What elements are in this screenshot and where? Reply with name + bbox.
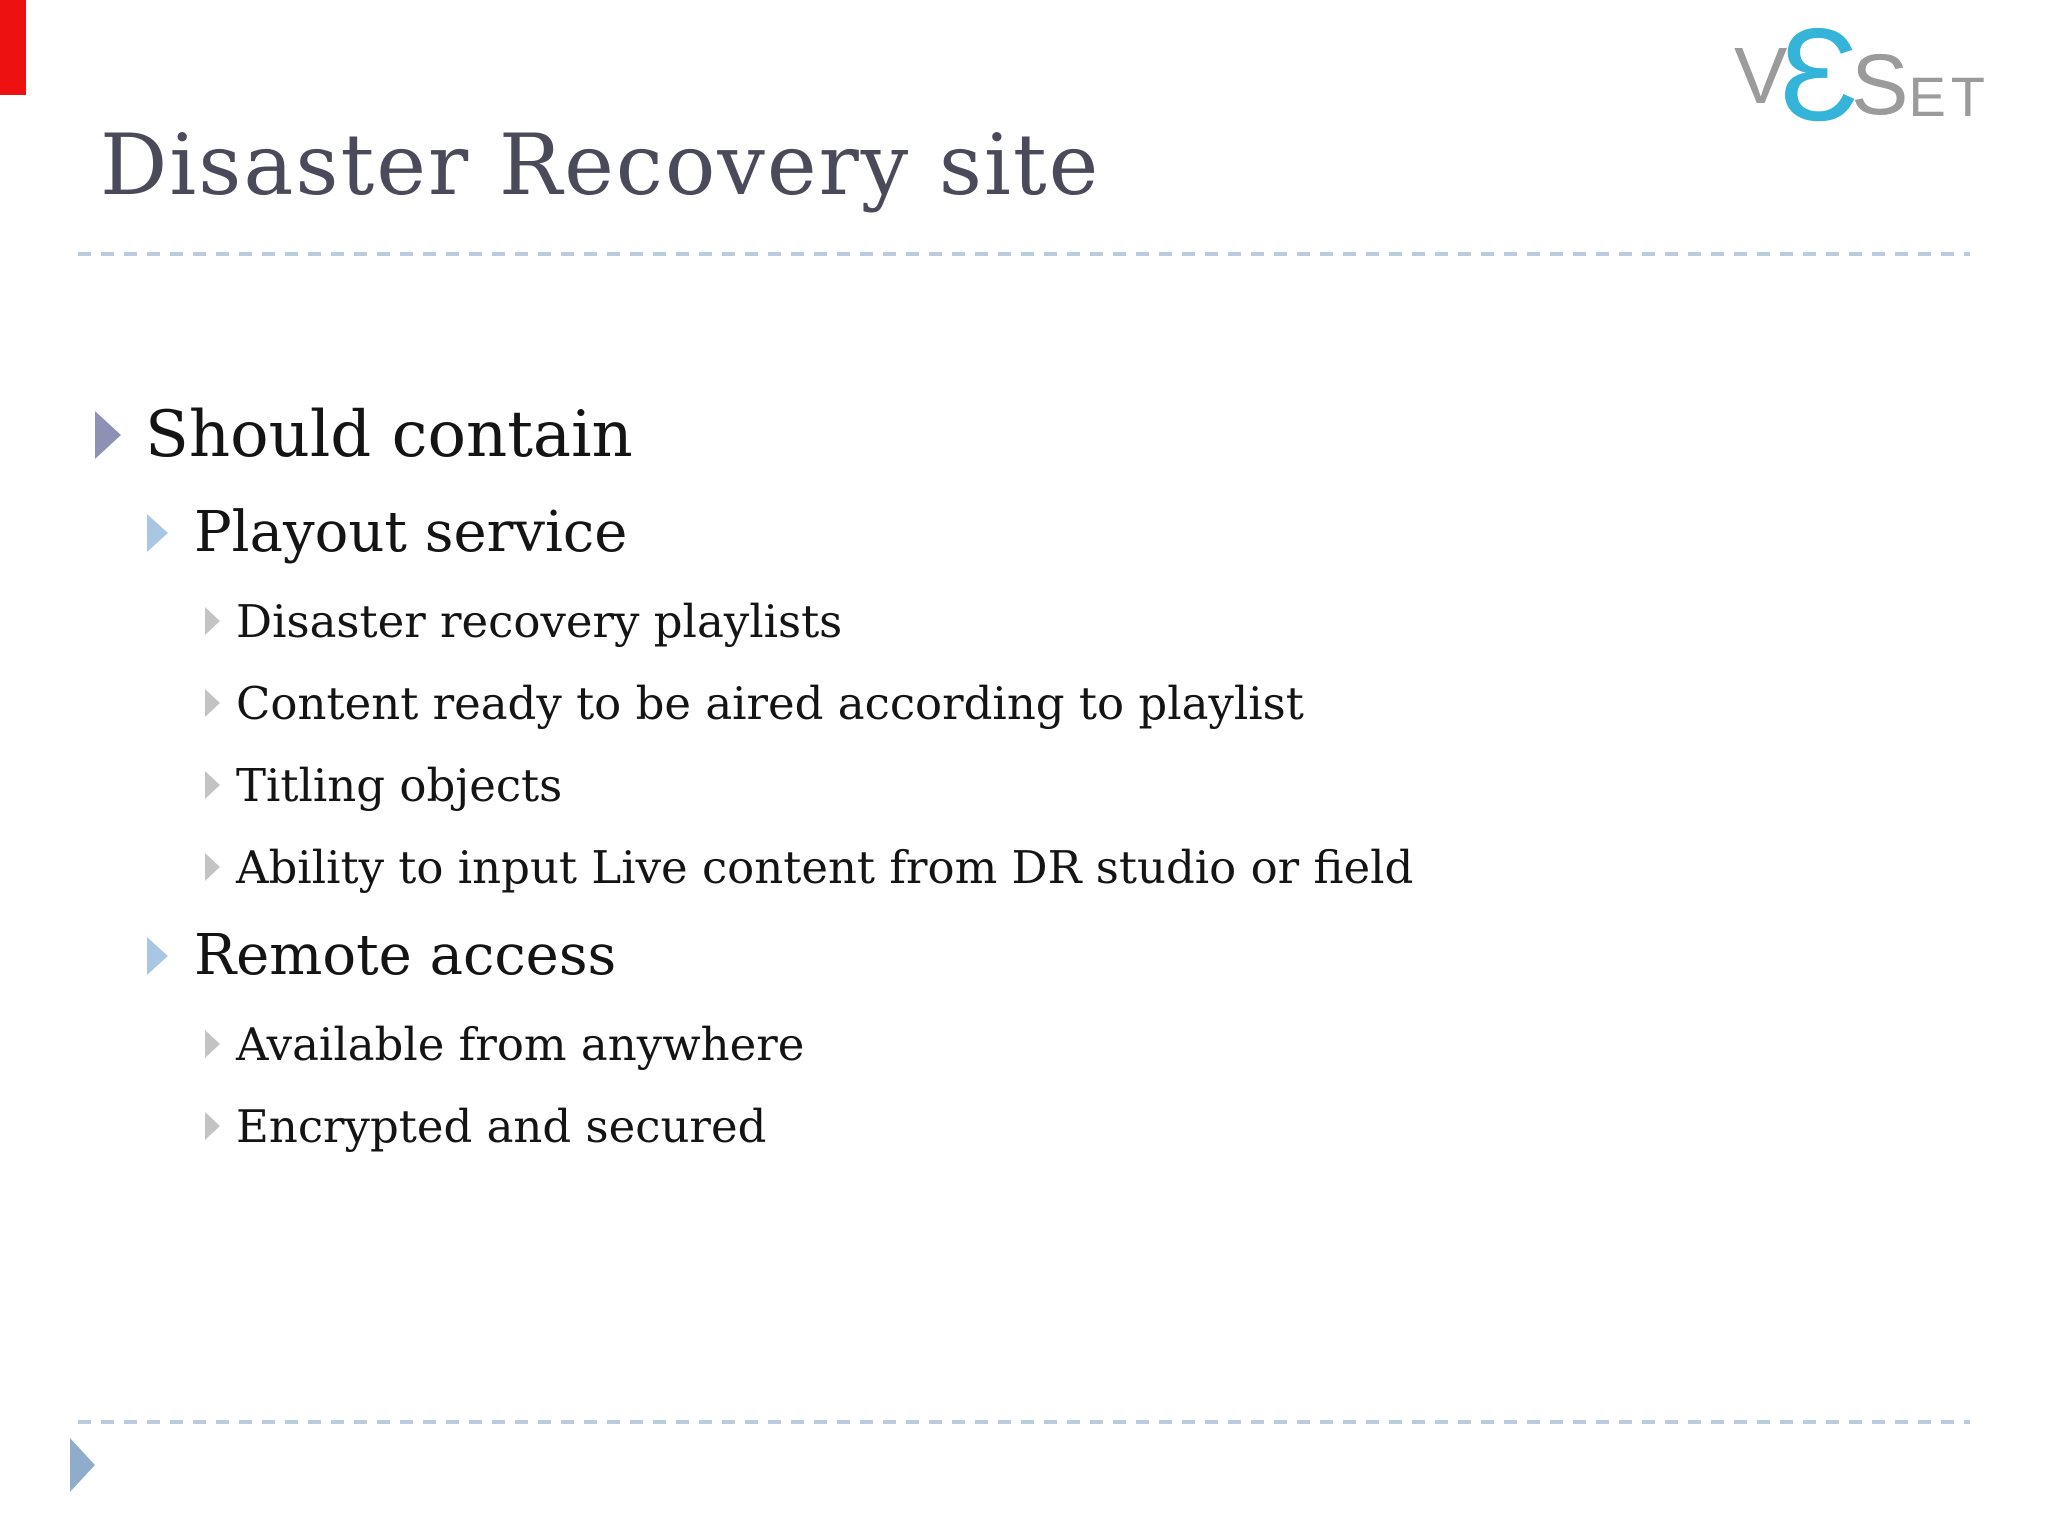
- logo-letter-epsilon: Ɛ: [1779, 1, 1860, 148]
- list-item-label: Content ready to be aired according to p…: [236, 676, 1304, 730]
- logo-letter-s: S: [1851, 37, 1909, 134]
- logo-letter-v: V: [1733, 31, 1788, 121]
- bullet-triangle-icon: [205, 771, 220, 799]
- list-item-level3: Content ready to be aired according to p…: [205, 662, 1945, 744]
- footer-arrow-icon: [70, 1438, 95, 1492]
- list-item-level3: Encrypted and secured: [205, 1085, 1945, 1167]
- bullet-triangle-icon: [147, 936, 168, 975]
- list-item-label: Ability to input Live content from DR st…: [236, 840, 1414, 894]
- bullet-triangle-icon: [205, 689, 220, 717]
- slide-title: Disaster Recovery site: [100, 116, 1101, 214]
- list-item-level3: Ability to input Live content from DR st…: [205, 826, 1945, 908]
- list-item-label: Titling objects: [236, 758, 563, 812]
- list-item-label: Encrypted and secured: [236, 1099, 767, 1153]
- logo-letters-et: ET: [1908, 64, 1990, 128]
- list-item-label: Should contain: [145, 398, 633, 472]
- list-item-level2: Playout service: [147, 485, 1945, 580]
- bullet-triangle-icon: [95, 411, 121, 459]
- red-accent-bar: [0, 0, 26, 95]
- list-item-level3: Titling objects: [205, 744, 1945, 826]
- list-item-label: Available from anywhere: [236, 1017, 805, 1071]
- bullet-triangle-icon: [205, 1030, 220, 1058]
- bullet-triangle-icon: [205, 607, 220, 635]
- list-item-level3: Disaster recovery playlists: [205, 580, 1945, 662]
- list-item-label: Disaster recovery playlists: [236, 594, 843, 648]
- list-item-label: Remote access: [194, 923, 617, 988]
- bullet-triangle-icon: [205, 853, 220, 881]
- list-item-level1: Should contain: [95, 385, 1945, 485]
- list-item-level3: Available from anywhere: [205, 1003, 1945, 1085]
- veset-logo: V Ɛ S ET: [1733, 9, 1990, 141]
- bullet-triangle-icon: [147, 513, 168, 552]
- list-item-label: Playout service: [194, 500, 628, 565]
- bullet-triangle-icon: [205, 1112, 220, 1140]
- title-divider: [78, 252, 1970, 256]
- bullet-list: Should contain Playout service Disaster …: [95, 385, 1945, 1167]
- footer-divider: [78, 1420, 1970, 1424]
- list-item-level2: Remote access: [147, 908, 1945, 1003]
